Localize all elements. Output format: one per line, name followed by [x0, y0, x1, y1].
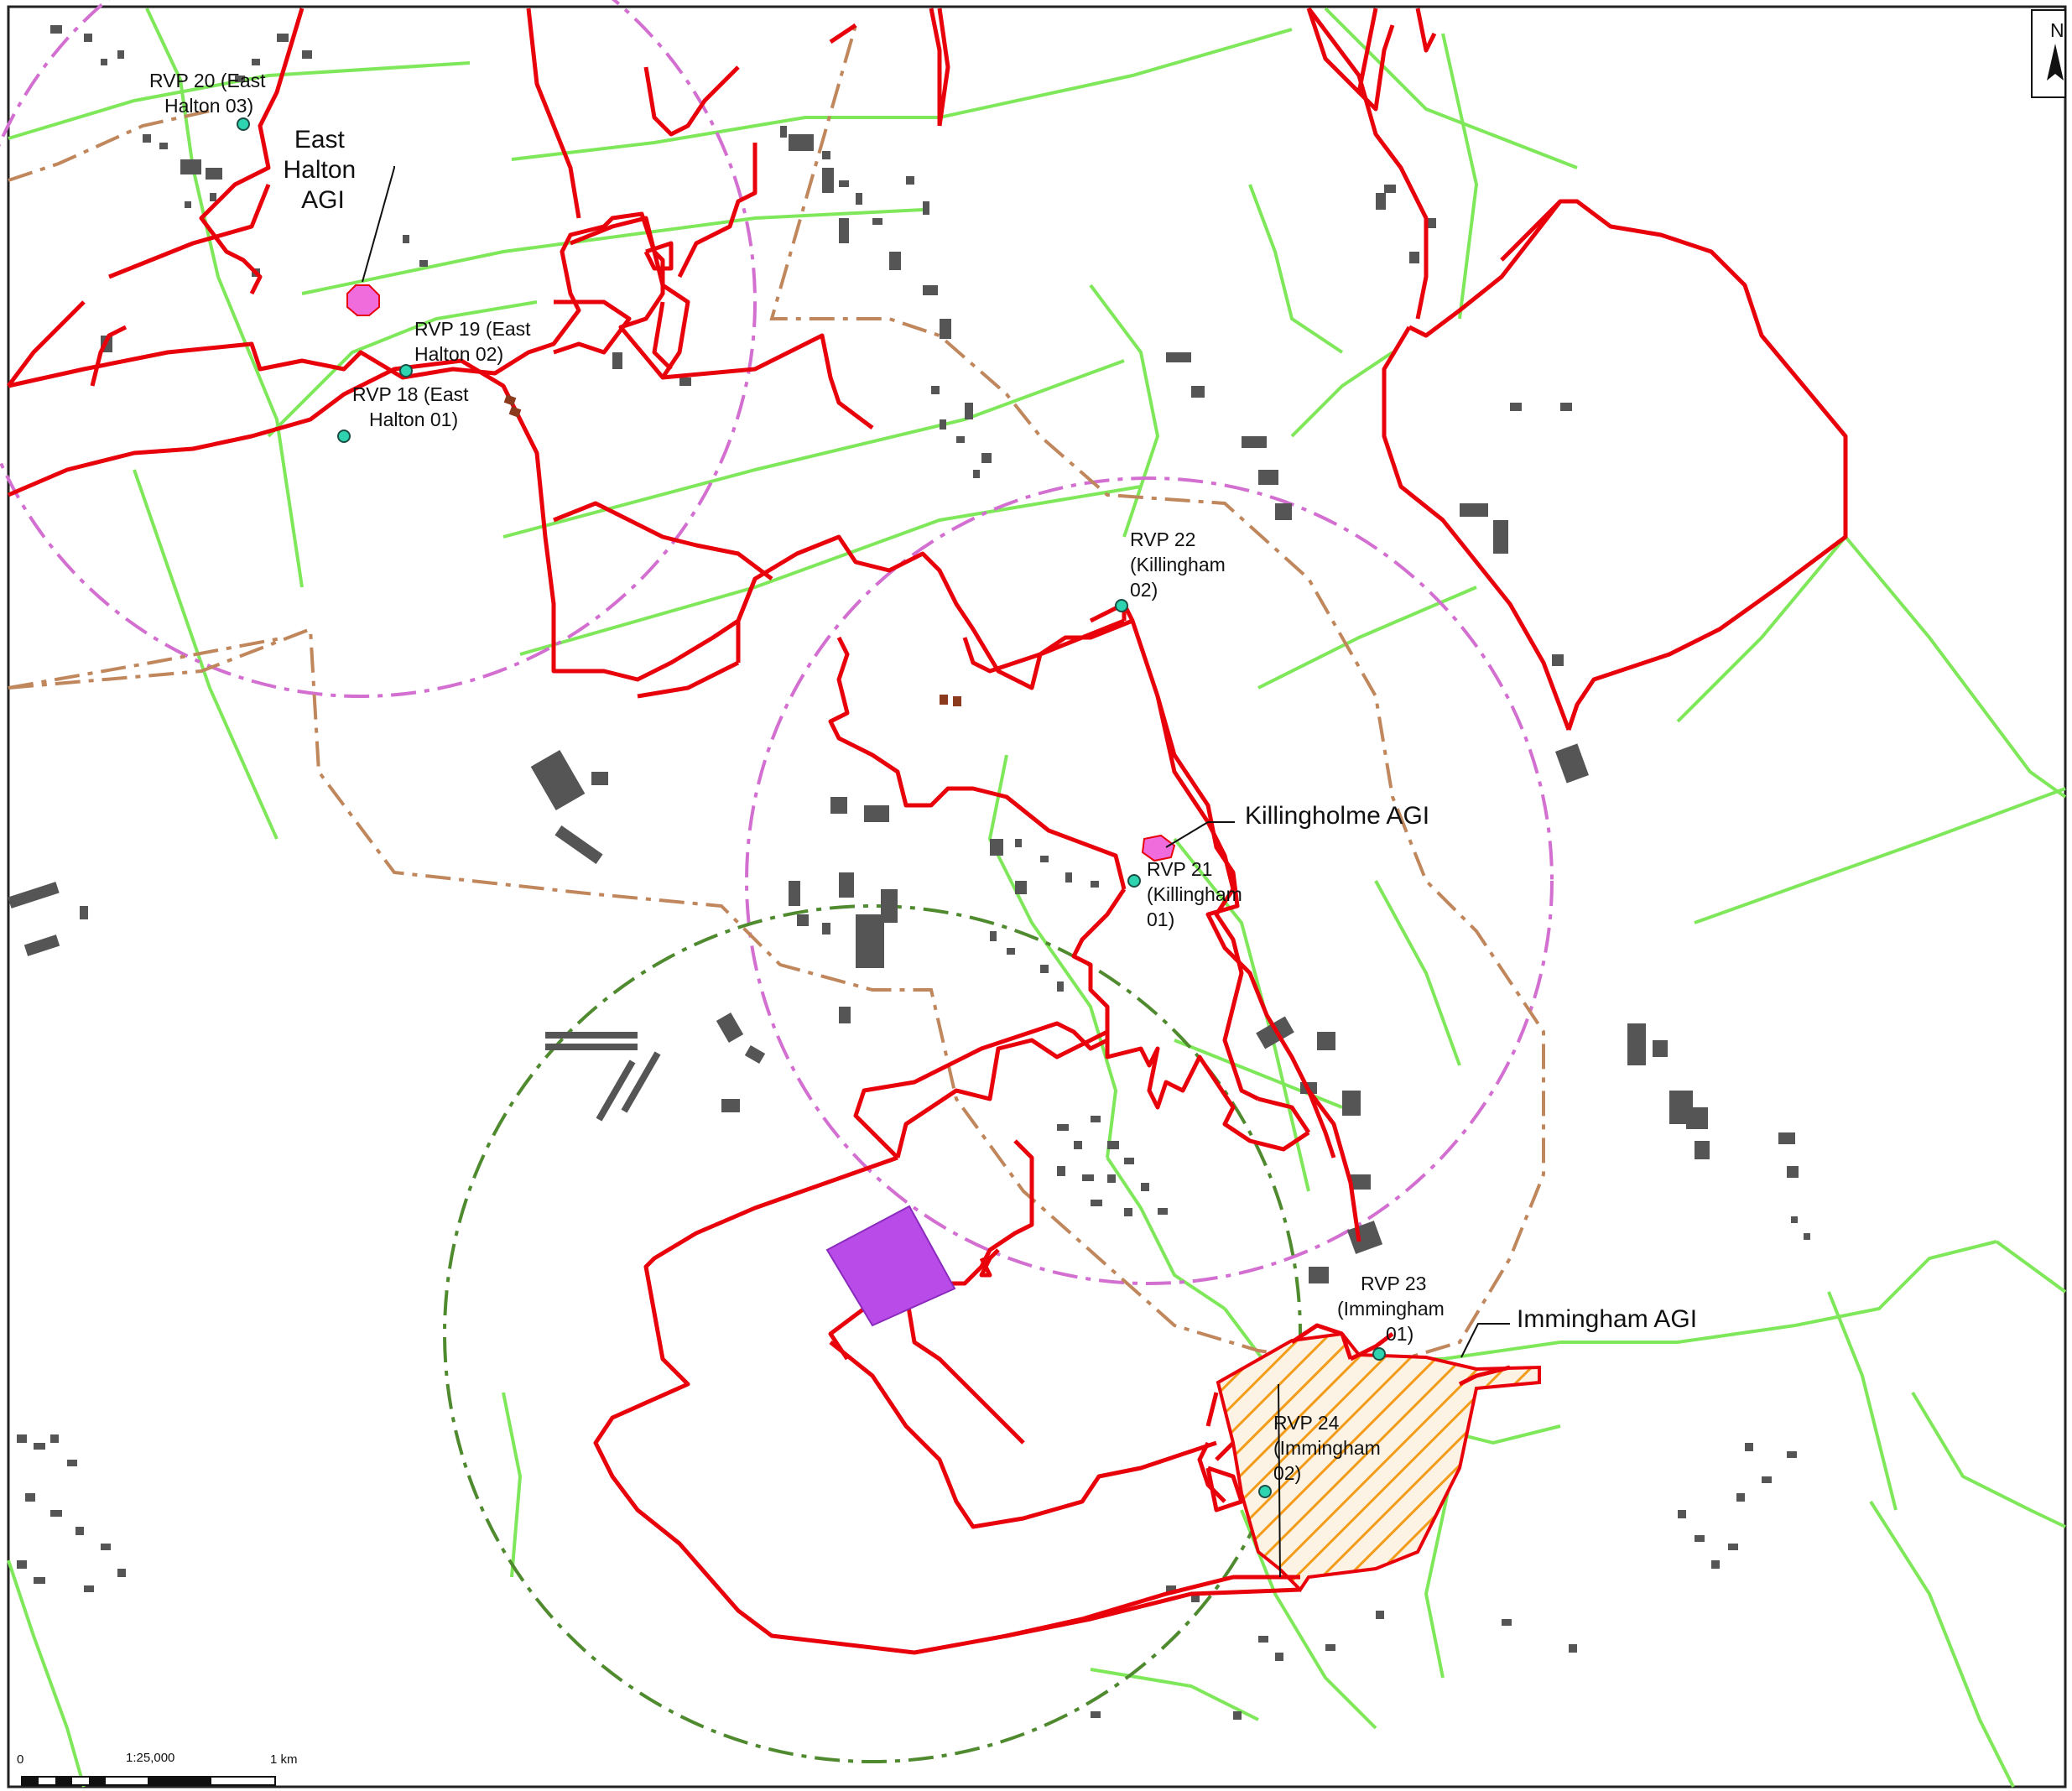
ring-brown-north [8, 107, 219, 182]
north-killingholme-village [780, 126, 980, 478]
north-arrow: N [2031, 9, 2066, 98]
red-boundary-lines [7, 7, 1848, 1655]
scale-bar: 0 1:25,000 1 km [17, 1751, 298, 1786]
settlement-clusters [17, 50, 1797, 1720]
footpaths-layer [7, 7, 2067, 1788]
killingholme-agi-label: Killingholme AGI [1245, 802, 1429, 830]
rvp22-marker[interactable] [1115, 599, 1128, 612]
killingholme-agi-marker[interactable] [1141, 834, 1176, 862]
immingham-town-west [17, 1434, 126, 1592]
east-halton-agi-marker[interactable] [346, 284, 380, 316]
scale-zero: 0 [17, 1752, 23, 1767]
leader-lines [362, 166, 1510, 1578]
immingham-town-east [1678, 1443, 1797, 1569]
north-letter: N [2050, 19, 2064, 41]
purple-compound[interactable] [825, 1205, 956, 1327]
southern-scattered [1091, 1585, 1577, 1720]
rvp19-marker[interactable] [399, 364, 413, 377]
rvp22-label: RVP 22 (Killingham 02) [1130, 528, 1231, 601]
ring-killingholme [745, 476, 1554, 1285]
labels: East Halton AGI Killingholme AGI Immingh… [149, 70, 1697, 1484]
rvp19-label: RVP 19 (East Halton 02) [414, 318, 536, 365]
rvp24-label: RVP 24 (Immingham 02) [1273, 1412, 1386, 1484]
map-frame [7, 5, 2067, 1788]
ring-brown-west [8, 636, 286, 690]
features-brown [503, 394, 961, 706]
rvp23-label: RVP 23 (Immingham 01) [1337, 1273, 1450, 1345]
rvp20-label: RVP 20 (East Halton 03) [149, 70, 271, 117]
east-halton-village [101, 50, 428, 267]
buildings-layer [8, 25, 1810, 1283]
rvp20-marker[interactable] [237, 117, 250, 131]
rvp18-marker[interactable] [337, 430, 351, 443]
south-killingholme-village [1057, 1116, 1168, 1216]
killingholme-village [990, 839, 1099, 992]
ring-brown-east [8, 24, 1545, 1370]
north-arrow-icon [2047, 44, 2064, 81]
scale-end: 1 km [270, 1752, 298, 1767]
ring-immingham [443, 904, 1302, 1763]
east-halton-agi-label: East Halton AGI [283, 126, 362, 214]
rvp-markers [237, 117, 1386, 1498]
immingham-agi-label: Immingham AGI [1517, 1305, 1697, 1333]
study-area-rings [0, 0, 1554, 1763]
rvp24-marker[interactable] [1258, 1485, 1272, 1498]
rvp18-label: RVP 18 (East Halton 01) [352, 383, 474, 430]
rvp23-marker[interactable] [1372, 1347, 1386, 1361]
ring-east-halton [0, 0, 757, 698]
rvp21-marker[interactable] [1127, 874, 1141, 888]
rvp21-label: RVP 21 (Killingham 01) [1147, 858, 1247, 930]
scale-ratio: 1:25,000 [126, 1751, 174, 1765]
